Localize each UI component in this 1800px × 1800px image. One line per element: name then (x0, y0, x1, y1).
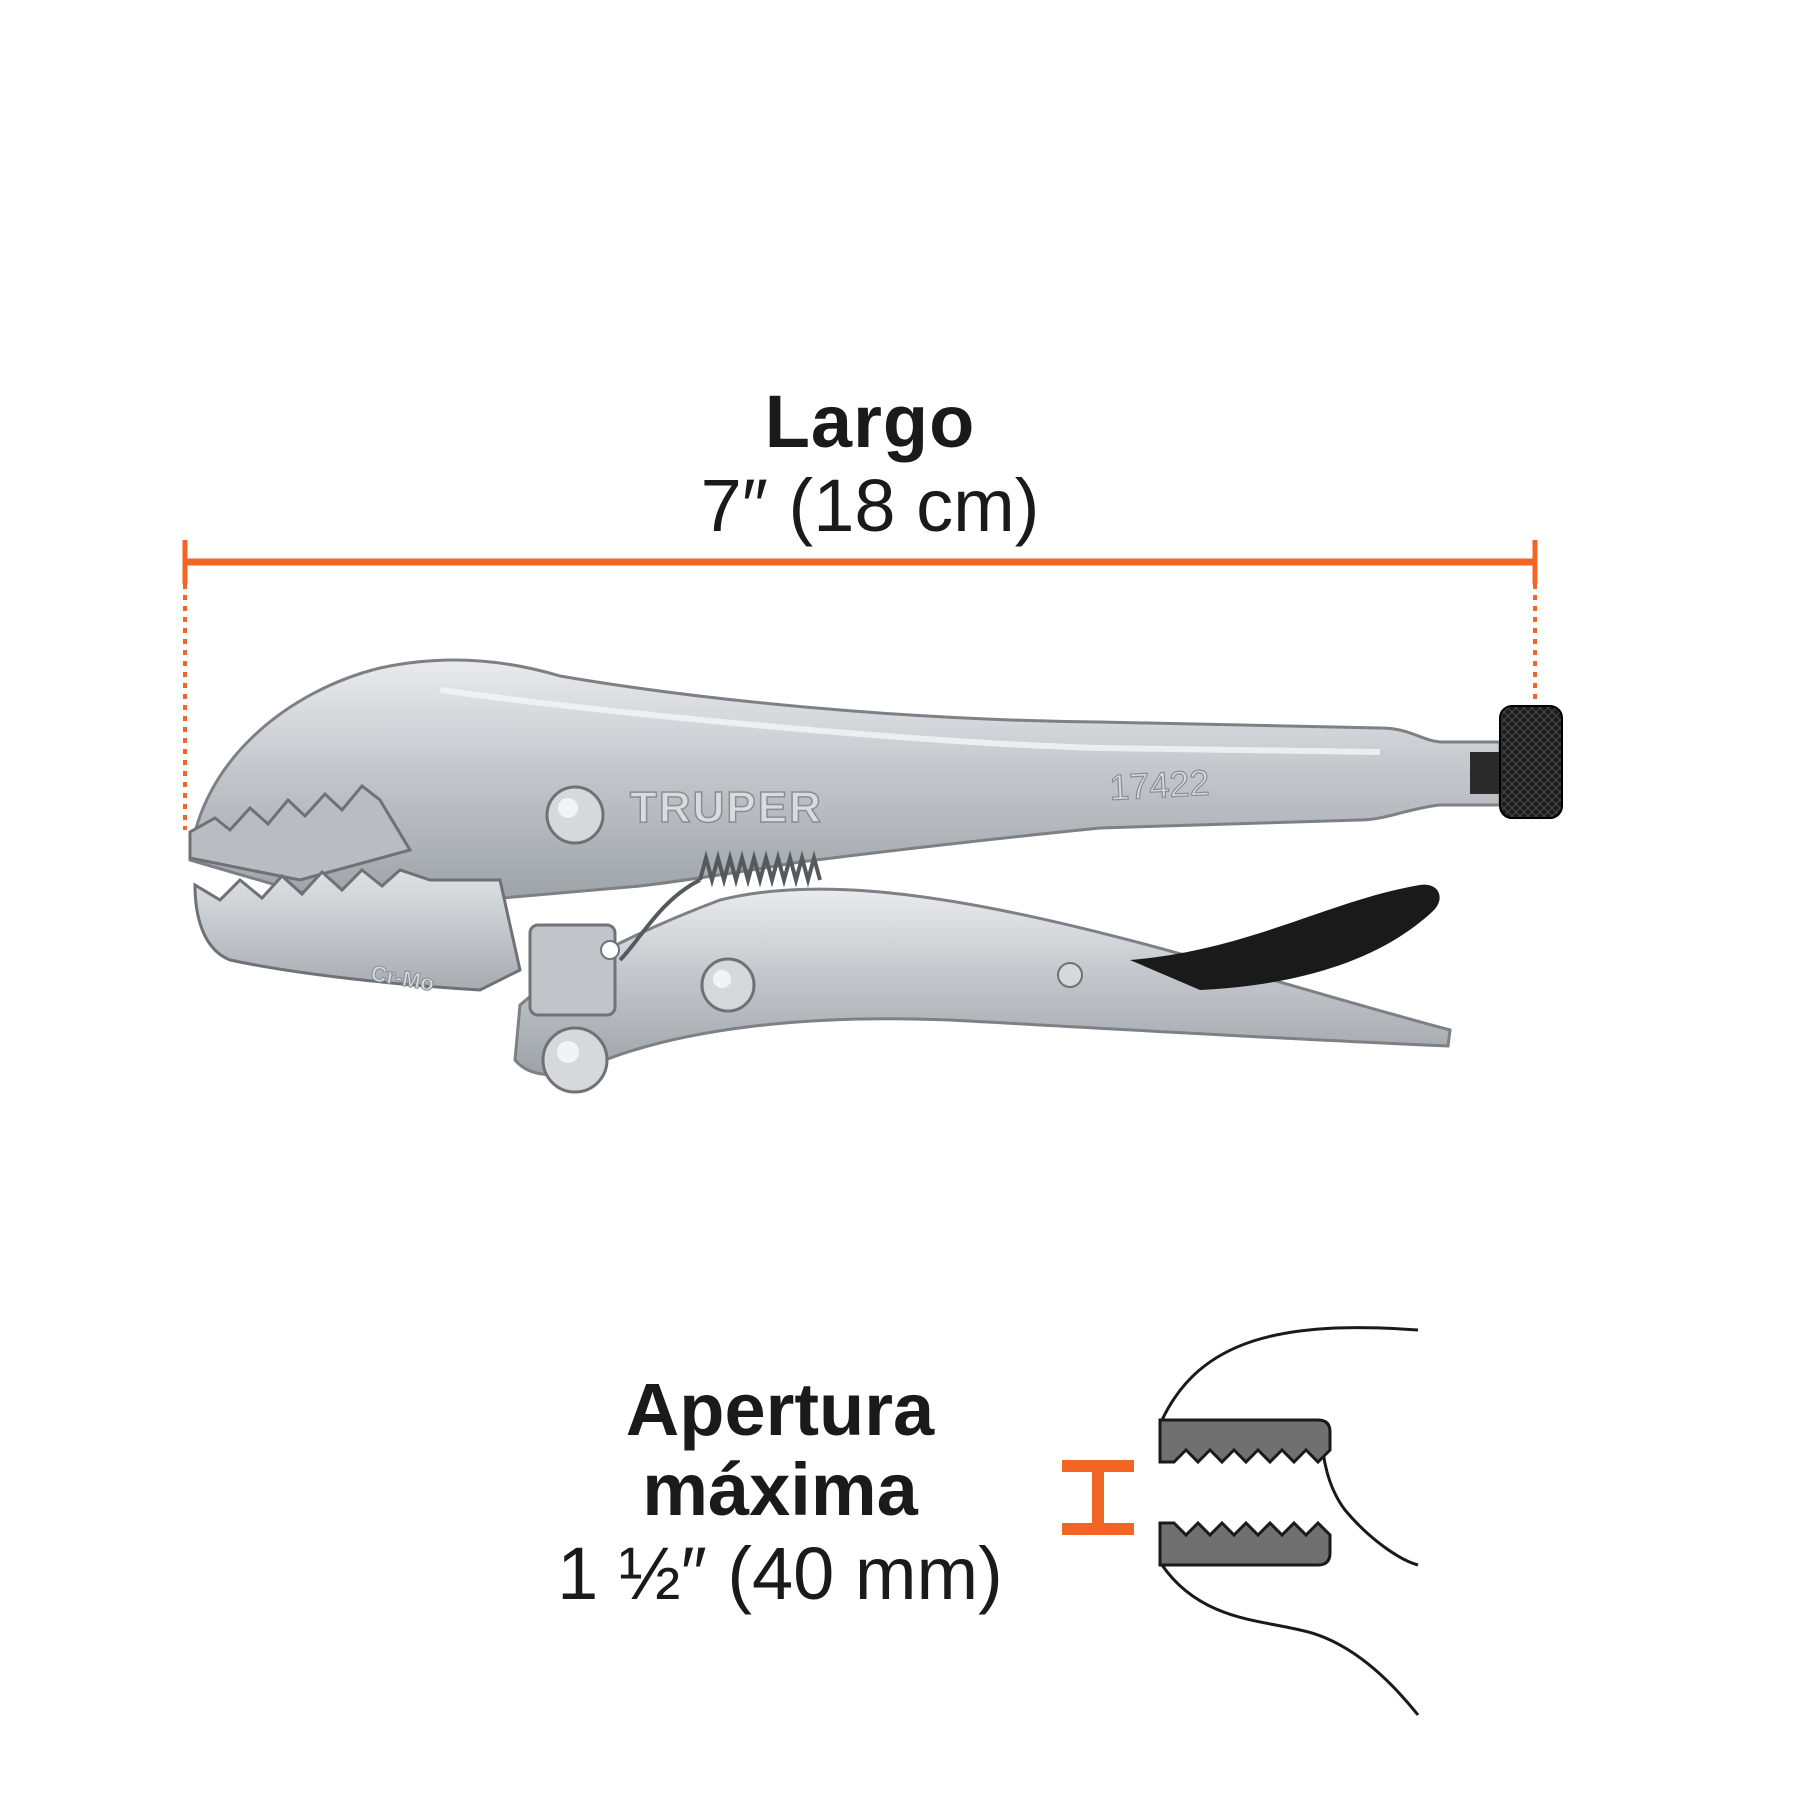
spring (618, 850, 822, 962)
opening-detail (1062, 1326, 1420, 1716)
length-title: Largo (764, 380, 976, 463)
brand-engraving: TRUPER (630, 783, 823, 832)
length-label: Largo 7″ (18 cm) (560, 382, 1180, 546)
spring-hole (600, 940, 620, 960)
length-value: 7″ (18 cm) (700, 463, 1040, 547)
upper-handle-ridge (439, 687, 1381, 755)
pivot-rivet-lower-inner (557, 1041, 579, 1063)
release-lever-grip (1130, 884, 1440, 990)
detail-jaw-outline-lower (1160, 1564, 1420, 1716)
release-rivet (1057, 962, 1083, 988)
opening-label: Apertura máxima 1 ½″ (40 mm) (500, 1370, 1060, 1614)
lower-jaw (193, 867, 522, 992)
upper-jaw (188, 783, 413, 882)
link-block (528, 923, 617, 1017)
opening-indicator (1062, 1460, 1134, 1535)
pivot-rivet-link-inner (713, 970, 731, 988)
detail-jaw-outline-back (1320, 1419, 1419, 1567)
opening-value: 1 ½″ (40 mm) (557, 1531, 1003, 1615)
detail-lower-jaw (1158, 1520, 1332, 1567)
upper-handle (188, 658, 1502, 902)
opening-title-line2: máxima (642, 1447, 918, 1531)
adjust-knob (1499, 705, 1563, 819)
locking-pliers: TRUPER 17422 Cr-Mo (188, 658, 1563, 1094)
lower-handle (513, 887, 1452, 1076)
opening-title-line1: Apertura (625, 1368, 935, 1451)
detail-jaw-outline-upper (1160, 1326, 1419, 1421)
model-engraving: 17422 (1108, 762, 1210, 808)
pivot-rivet-upper-inner (558, 798, 578, 818)
detail-upper-jaw (1158, 1418, 1332, 1465)
length-dimension (182, 540, 1538, 830)
